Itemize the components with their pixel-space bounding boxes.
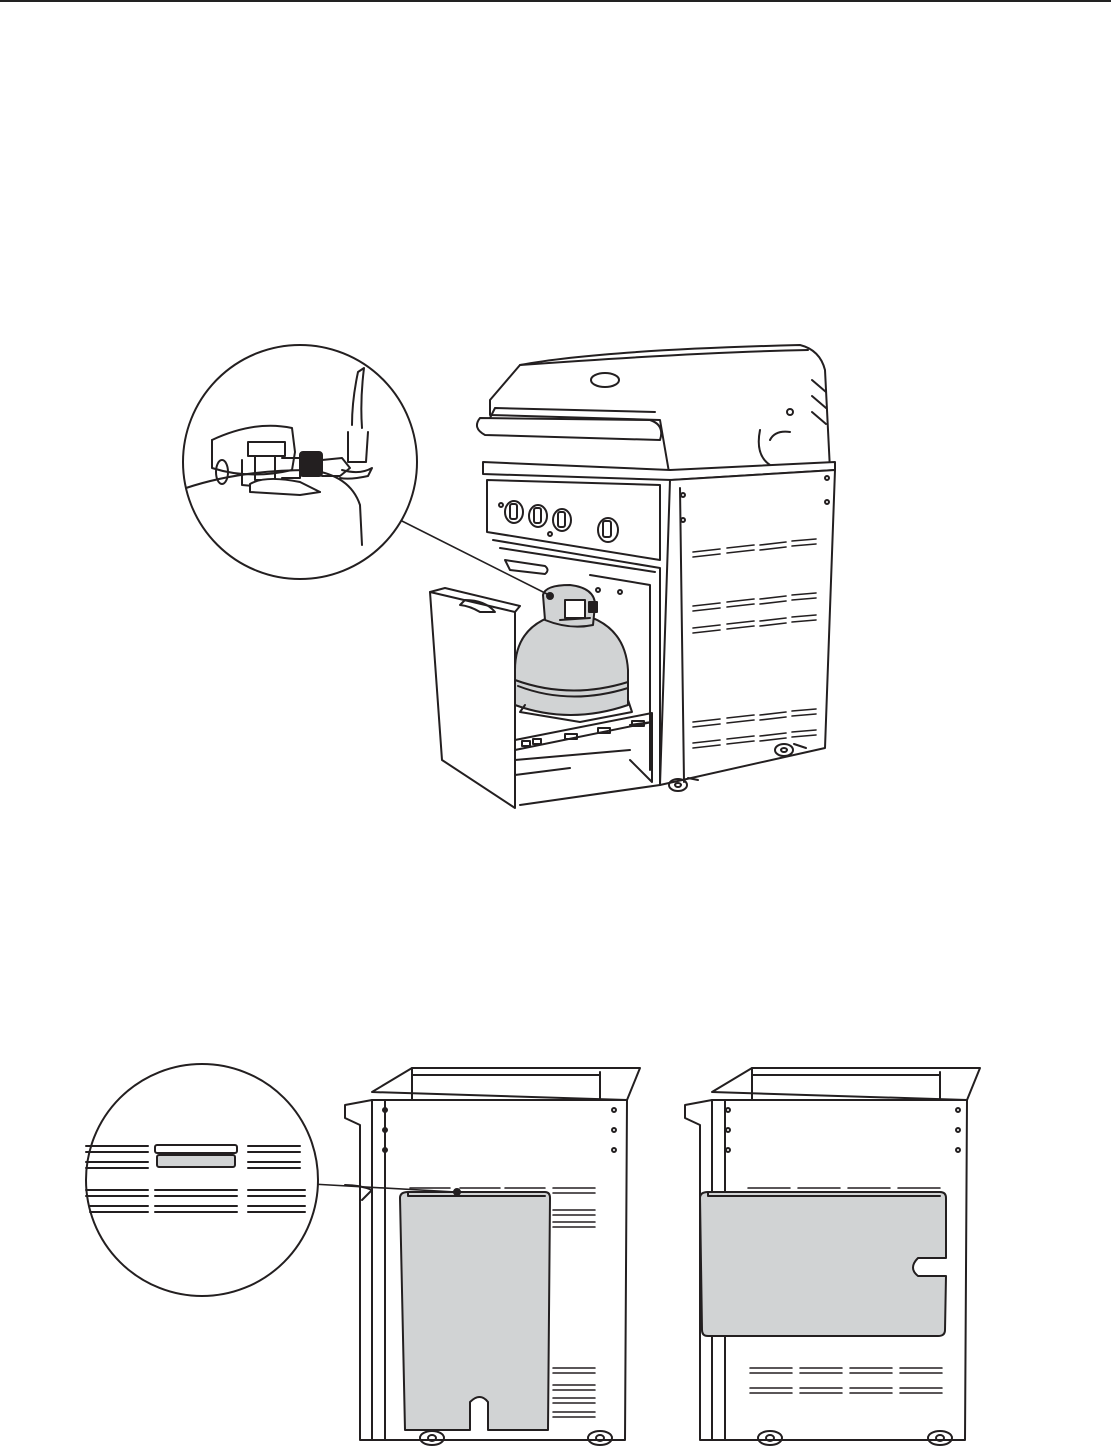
valve-detail-callout (183, 345, 417, 579)
heat-shield-horizontal (700, 1192, 946, 1336)
cart-left-illustration (345, 1068, 640, 1445)
caster-wheel (669, 778, 698, 791)
cart-right-illustration (685, 1068, 980, 1445)
cart-side-panel (660, 470, 835, 785)
drawer-door (430, 588, 520, 808)
grill-hood (477, 345, 830, 478)
heat-shield-vertical (400, 1192, 550, 1430)
grill-illustration (430, 345, 835, 808)
slot-detail-callout (86, 1064, 318, 1296)
